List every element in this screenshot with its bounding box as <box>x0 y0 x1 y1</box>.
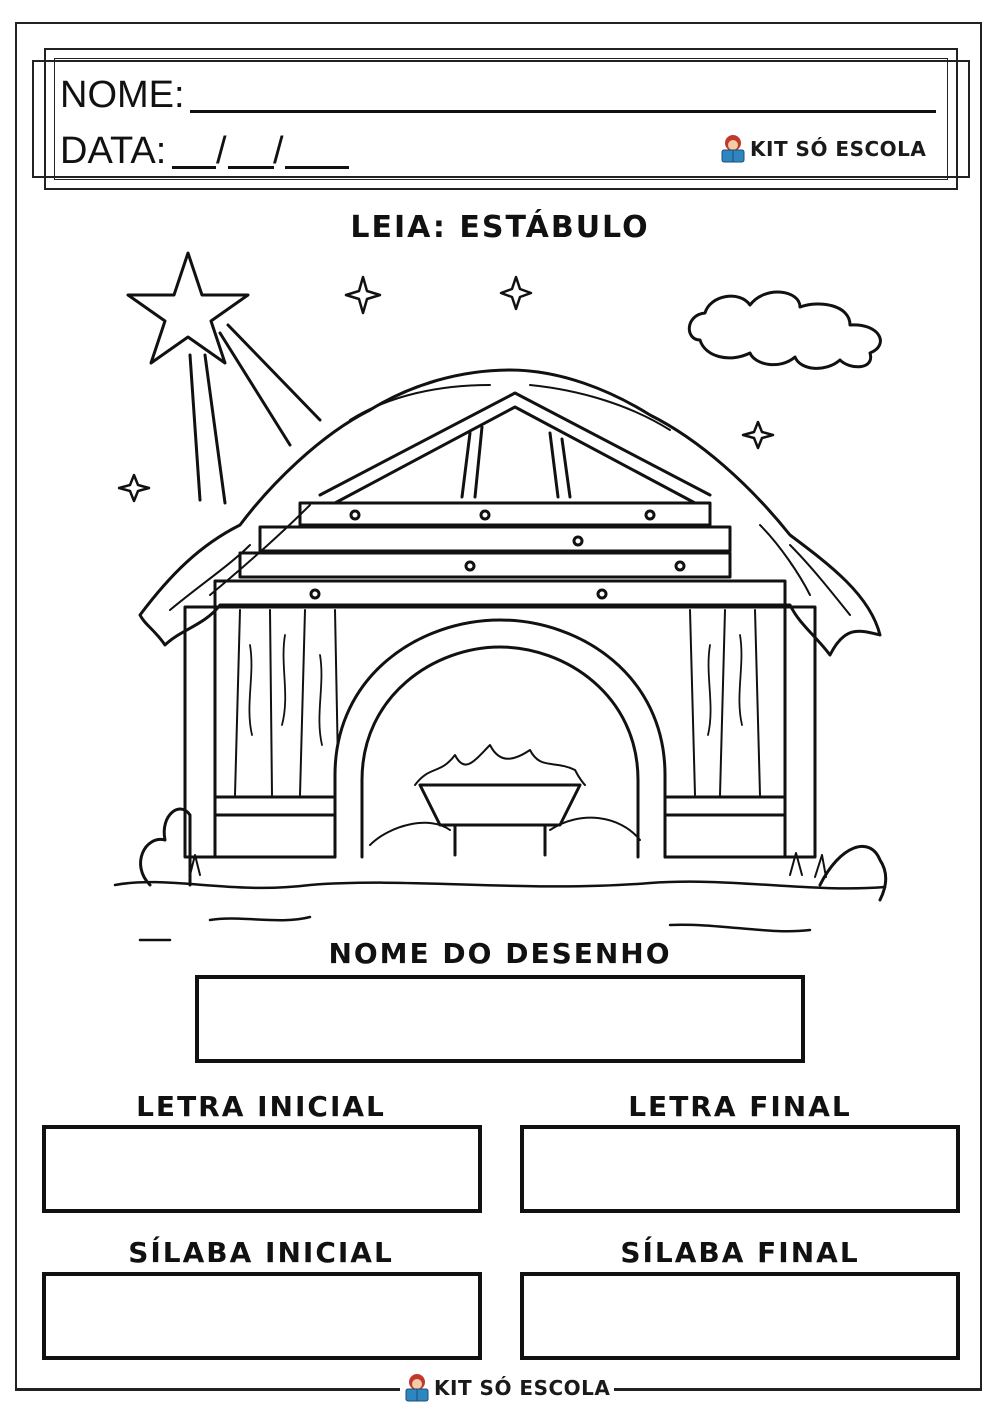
drawing-name-label: NOME DO DESENHO <box>328 937 672 970</box>
first-letter-box[interactable] <box>42 1125 482 1213</box>
cloud-icon <box>687 290 882 370</box>
name-field: NOME: <box>60 76 185 114</box>
sparkle-icon <box>344 275 382 315</box>
star-icon <box>126 251 250 365</box>
first-syllable-label: SÍLABA INICIAL <box>128 1236 394 1269</box>
header-frame <box>32 48 970 190</box>
sparkle-icon <box>499 275 533 311</box>
roof <box>138 368 882 657</box>
name-blank[interactable] <box>190 110 936 113</box>
date-field: DATA: <box>60 132 166 170</box>
book-reader-icon <box>405 1374 429 1402</box>
sparkle-icon <box>741 420 775 450</box>
sparkle-icon <box>117 473 151 503</box>
name-label: NOME: <box>60 74 185 116</box>
last-syllable-label: SÍLABA FINAL <box>620 1236 860 1269</box>
date-year-blank[interactable] <box>285 166 349 169</box>
stable-arch <box>333 618 667 859</box>
first-letter-label: LETRA INICIAL <box>136 1090 386 1123</box>
header-frame-middle <box>44 48 958 190</box>
brand-name: KIT SÓ ESCOLA <box>750 137 927 161</box>
brand-logo-bottom: KIT SÓ ESCOLA <box>400 1373 615 1403</box>
stable-illustration <box>113 251 888 942</box>
last-syllable-box[interactable] <box>520 1272 960 1360</box>
header-frame-inner <box>54 58 948 180</box>
page-title: LEIA: ESTÁBULO <box>350 210 650 245</box>
date-day-blank[interactable] <box>172 166 216 169</box>
brand-logo-top: KIT SÓ ESCOLA <box>720 134 926 164</box>
date-separator-2: / <box>273 130 284 172</box>
brand-name: KIT SÓ ESCOLA <box>434 1376 611 1400</box>
last-letter-label: LETRA FINAL <box>628 1090 852 1123</box>
book-reader-icon <box>721 135 745 163</box>
date-separator-1: / <box>216 130 227 172</box>
last-letter-box[interactable] <box>520 1125 960 1213</box>
date-label: DATA: <box>60 130 167 172</box>
date-month-blank[interactable] <box>228 166 274 169</box>
header-frame-outer <box>32 60 970 178</box>
drawing-name-box[interactable] <box>195 975 805 1063</box>
bush-icon <box>139 807 192 887</box>
footer-rule-left <box>15 1389 400 1391</box>
first-syllable-box[interactable] <box>42 1272 482 1360</box>
bush-icon <box>818 844 888 902</box>
footer-rule-right <box>604 1389 982 1391</box>
